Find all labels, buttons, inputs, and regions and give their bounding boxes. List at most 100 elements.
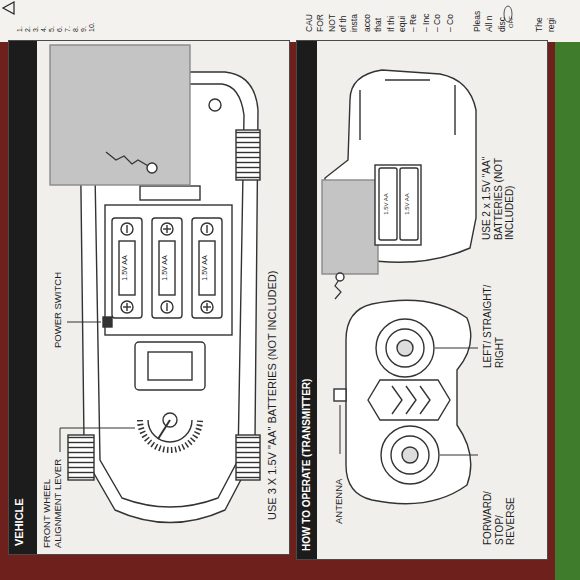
- battery-label: 1.5V AA: [161, 241, 169, 295]
- car-illustration-part: [50, 45, 190, 185]
- battery-cell-part: [203, 306, 211, 307]
- control-label: LEFT/ STRAIGHT/ RIGHT: [482, 278, 505, 368]
- background-part: [555, 0, 580, 580]
- battery-cell-part: [121, 223, 133, 235]
- text-fragment: The: [535, 17, 545, 32]
- step-number: 7.: [64, 26, 72, 32]
- transmitter-back: [322, 70, 476, 299]
- car-illustration-part: [236, 435, 260, 480]
- battery-cell-part: [201, 301, 213, 313]
- step-number: 8.: [72, 26, 80, 32]
- step-number: 10.: [88, 22, 96, 32]
- car-illustration-part: [158, 420, 170, 439]
- transmitter-front-part: [340, 405, 341, 454]
- battery-cell-part: [121, 301, 133, 313]
- car-illustration-part: [106, 152, 150, 167]
- transmitter-back-part: [375, 165, 421, 245]
- car-illustration-part: [105, 205, 232, 335]
- transmitter-front: [334, 300, 478, 503]
- transmitter-front-part: [392, 386, 430, 414]
- text-fragment: of th: [339, 15, 349, 32]
- text-fragment: – Inc: [422, 14, 432, 32]
- battery-cell-part: [206, 225, 207, 233]
- background-part: [296, 40, 548, 560]
- battery-cell: [192, 218, 222, 318]
- battery-cell-part: [159, 241, 175, 295]
- transmitter-front-part: [391, 436, 429, 474]
- transmitter-front-part: [402, 447, 418, 463]
- text-fragment: FOR: [316, 14, 326, 32]
- step-number: 4.: [40, 26, 48, 32]
- car-illustration-part: [236, 130, 260, 180]
- transmitter-front-part: [386, 329, 424, 367]
- text-fragment: acco: [363, 14, 373, 32]
- leader-label: POWER SWITCH: [53, 238, 64, 348]
- text-fragment: CAU: [305, 14, 315, 32]
- car-illustration-part: [135, 342, 205, 390]
- battery-cell-part: [201, 223, 213, 235]
- step-number: 3.: [32, 26, 40, 32]
- transmitter-front-part: [376, 319, 434, 377]
- car-illustration-part: [140, 186, 200, 200]
- step-number: 9.: [80, 26, 88, 32]
- transmitter-front-part: [435, 348, 478, 349]
- battery-cell-part: [152, 218, 182, 318]
- car-illustration-part: [60, 428, 135, 452]
- section-heading: HOW TO OPERATE (TRANSMITTER): [297, 41, 317, 559]
- battery-cell: [152, 218, 182, 318]
- background-part: [0, 0, 580, 42]
- battery-label: 1.5V AA: [121, 241, 129, 295]
- battery-cell: [112, 218, 142, 318]
- battery-cell-part: [163, 228, 171, 229]
- text-fragment: regi: [547, 18, 557, 32]
- transmitter-front-part: [368, 380, 450, 420]
- car-illustration-part: [67, 322, 101, 323]
- text-fragment: – Re: [409, 14, 419, 32]
- battery-cell-part: [161, 301, 173, 313]
- battery-cell-part: [161, 223, 173, 235]
- transmitter-back-part: [322, 180, 378, 274]
- battery-cell-part: [119, 241, 135, 295]
- background-part: [8, 40, 290, 555]
- battery-note: USE 3 X 1.5V "AA" BATTERIES (NOT INCLUDE…: [266, 80, 279, 520]
- transmitter-back-part: [400, 168, 418, 240]
- text-fragment: that: [374, 18, 384, 32]
- switch-label: OFF: [508, 16, 515, 28]
- battery-label: 1.5V AA: [201, 241, 209, 295]
- transmitter-back-part: [379, 168, 397, 240]
- car-illustration-part: [147, 163, 157, 173]
- transmitter-front-part: [381, 426, 439, 484]
- transmitter-back-part: [336, 273, 344, 281]
- text-fragment: NOT: [328, 14, 338, 32]
- text-fragment: disc: [498, 17, 508, 32]
- transmitter-back-part: [360, 80, 455, 140]
- leader-label: ANTENNA: [334, 456, 345, 524]
- battery-cell-part: [126, 225, 127, 233]
- transmitter-front-part: [397, 340, 413, 356]
- step-number: 1.: [16, 26, 24, 32]
- battery-cell-part: [199, 241, 215, 295]
- transmitter-front-part: [440, 455, 478, 456]
- transmitter-front-part: [346, 300, 471, 503]
- battery-cell-part: [112, 218, 142, 318]
- battery-cell-part: [166, 303, 167, 311]
- leader-label: FRONT WHEEL ALIGNMENT LEVER: [42, 454, 64, 548]
- text-fragment: insta: [350, 14, 360, 32]
- section-panel: VEHICLE: [8, 40, 290, 555]
- battery-label: 1.5V AA: [383, 173, 390, 235]
- car-illustration-part: [103, 317, 112, 327]
- car-illustration-part: [148, 352, 192, 380]
- text-fragment: If thi: [387, 16, 397, 32]
- battery-note: USE 2 x 1.5V "AA" BATTERIES (NOT INCLUDE…: [481, 110, 516, 240]
- step-number: 6.: [56, 26, 64, 32]
- transmitter-front-part: [334, 389, 346, 401]
- text-fragment: Pleas: [473, 11, 483, 32]
- battery-cell-part: [192, 218, 222, 318]
- step-number: 2.: [24, 26, 32, 32]
- text-fragment: equi: [398, 16, 408, 32]
- text-fragment: – Co: [433, 14, 443, 32]
- text-fragment: All n: [485, 15, 495, 32]
